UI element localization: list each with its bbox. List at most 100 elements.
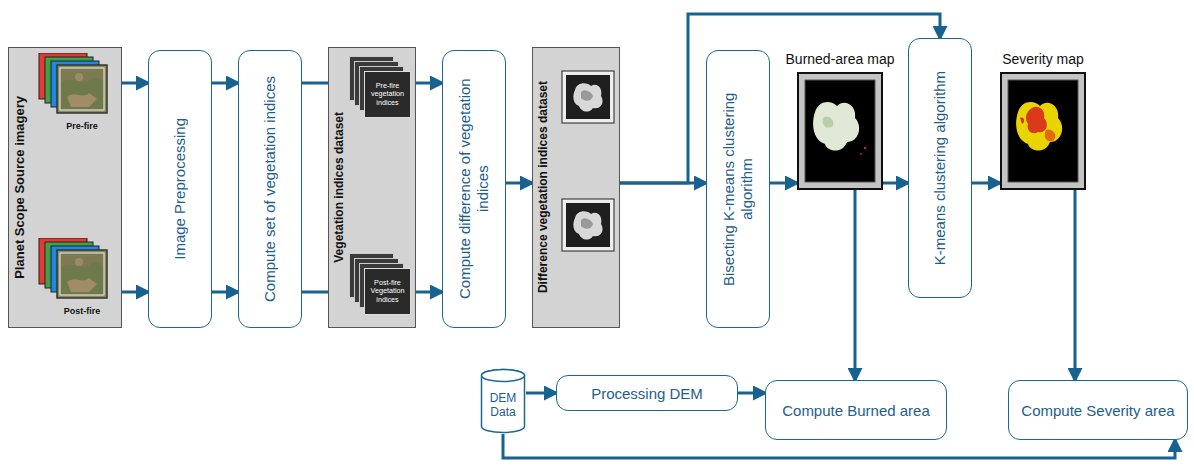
index-stack: Pre-fire vegetation indices	[349, 56, 411, 128]
difference-image	[561, 70, 615, 124]
map-frame: Burned-area map	[797, 72, 883, 190]
illustration-shape	[1045, 130, 1056, 142]
illustration-shape	[365, 72, 411, 118]
panel-title-holder: Planet Scope Source imagery	[11, 48, 29, 327]
connector-arrow	[854, 190, 857, 380]
process-label: Compute set of vegetation indices	[261, 76, 279, 302]
dataset-panel: Vegetation indices dataset Pre-fire veget…	[328, 47, 416, 328]
process-box: Image Preprocessing	[148, 50, 212, 328]
map-frame: Severity map	[1000, 72, 1086, 190]
illustration-shape	[67, 278, 97, 292]
illustration-shape	[57, 250, 107, 298]
connector-arrow	[212, 82, 238, 85]
difference-image	[561, 198, 615, 252]
dataset-panel: Planet Scope Source imagery Pre-firePost-…	[8, 47, 122, 328]
connector-arrow	[506, 182, 532, 185]
illustration-shape	[581, 218, 593, 228]
connector-arrow	[526, 392, 556, 395]
connector-arrow	[212, 291, 238, 294]
illustration-shape	[805, 80, 875, 182]
illustration-shape	[860, 153, 862, 155]
image-label: Pre-fire	[66, 121, 98, 131]
connector-arrow	[121, 291, 148, 294]
image-stack: Pre-fire	[31, 53, 121, 129]
map-title: Severity map	[1002, 51, 1084, 67]
connector-arrow	[1074, 190, 1077, 380]
panel-title: Difference vegetation indices dataset	[537, 81, 550, 293]
index-label: Post-fire Vegetation indices	[365, 279, 410, 304]
cylinder-label-holder: DEM Data	[482, 383, 524, 428]
illustration-shape	[1008, 80, 1078, 182]
process-box: Compute difference of vegetation indices	[442, 50, 506, 328]
map-title-holder: Burned-area map	[759, 50, 921, 68]
index-label: Pre-fire vegetation indices	[365, 82, 410, 107]
connector-arrow	[738, 392, 765, 395]
illustration-shape	[1026, 107, 1047, 134]
process-box: Compute Burned area	[765, 380, 947, 440]
stack-label-holder: Post-fire	[51, 300, 113, 318]
illustration-shape	[566, 203, 610, 247]
satellite-image-stack	[31, 238, 121, 300]
process-box: Compute Severity area	[1008, 380, 1188, 440]
data-cylinder: DEM Data	[480, 368, 526, 434]
process-label: Compute difference of vegetation indices	[456, 61, 492, 317]
connector-arrow	[972, 182, 1000, 185]
illustration-shape	[1020, 118, 1024, 124]
process-box: K-means clustering algorithm	[908, 38, 972, 298]
severity-map-image	[1002, 74, 1084, 188]
dataset-panel: Difference vegetation indices dataset	[532, 47, 620, 328]
illustration-shape	[57, 65, 107, 113]
illustration-shape	[562, 199, 614, 251]
index-label-holder: Post-fire Vegetation indices	[365, 269, 410, 314]
illustration-shape	[581, 90, 593, 100]
connector-arrow	[620, 14, 940, 183]
connector-arrow	[770, 182, 797, 185]
process-box: Bisecting K-means clustering algorithm	[706, 50, 770, 328]
illustration-shape	[365, 269, 411, 315]
connector-arrow	[121, 82, 148, 85]
illustration-shape	[1002, 74, 1084, 188]
image-stack: Post-fire	[31, 238, 121, 318]
data-label: DEM Data	[482, 392, 524, 420]
illustration-shape	[813, 102, 859, 150]
process-label: Compute Severity area	[1015, 402, 1180, 419]
illustration-shape	[823, 117, 834, 128]
illustration-shape	[60, 68, 104, 110]
illustration-shape	[75, 258, 83, 266]
process-label: Processing DEM	[585, 385, 709, 402]
illustration-shape	[799, 74, 881, 188]
index-stack: Post-fire Vegetation indices	[349, 253, 411, 325]
illustration-shape	[482, 370, 525, 382]
illustration-shape	[573, 83, 602, 111]
process-label: Bisecting K-means clustering algorithm	[720, 61, 756, 317]
process-label: K-means clustering algorithm	[931, 71, 949, 265]
illustration-shape	[482, 370, 525, 433]
stack-label-holder: Pre-fire	[51, 115, 113, 133]
panel-title: Vegetation indices dataset	[333, 112, 346, 263]
illustration-shape	[573, 211, 602, 239]
panel-title-holder: Difference vegetation indices dataset	[535, 48, 553, 327]
map-title: Burned-area map	[786, 51, 895, 67]
process-label: Compute Burned area	[776, 402, 936, 419]
satellite-image-stack	[31, 53, 121, 115]
map-title-holder: Severity map	[962, 50, 1124, 68]
panel-title-holder: Vegetation indices dataset	[331, 48, 349, 327]
burned-area-map-image	[799, 74, 881, 188]
illustration-shape	[67, 93, 97, 107]
illustration-shape	[864, 147, 866, 149]
panel-title: Planet Scope Source imagery	[13, 96, 27, 279]
connector-arrow	[883, 182, 908, 185]
illustration-shape	[61, 78, 103, 109]
illustration-shape	[562, 71, 614, 123]
process-box: Processing DEM	[556, 375, 738, 411]
illustration-shape	[61, 263, 103, 294]
illustration-shape	[1016, 102, 1062, 150]
process-box: Compute set of vegetation indices	[238, 50, 302, 328]
illustration-shape	[566, 75, 610, 119]
image-label: Post-fire	[64, 306, 101, 316]
illustration-shape	[75, 73, 83, 81]
index-label-holder: Pre-fire vegetation indices	[365, 72, 410, 117]
illustration-shape	[60, 253, 104, 295]
process-label: Image Preprocessing	[171, 118, 189, 260]
